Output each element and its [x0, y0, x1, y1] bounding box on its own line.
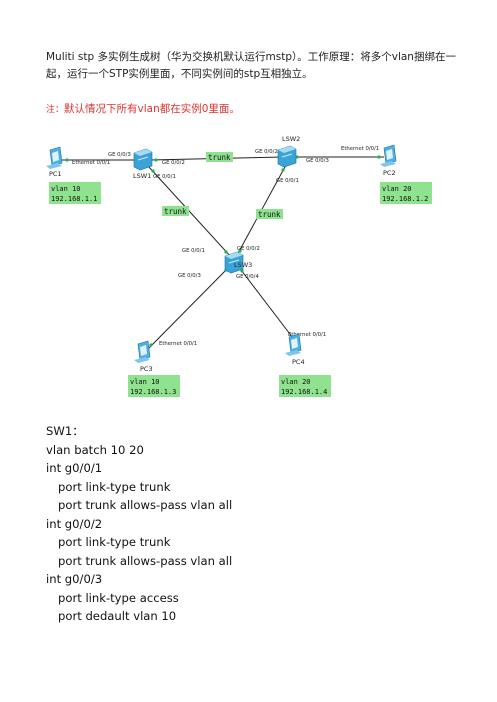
port-label-lsw1-ge1: GE 0/0/1 [153, 174, 176, 180]
config-line: SW1： [46, 424, 84, 438]
intro-paragraph: Muliti stp 多实例生成树（华为交换机默认运行mstp）。工作原理：将多… [46, 51, 456, 80]
pc1-computer-icon[interactable] [46, 146, 63, 169]
config-line: port link-type trunk [58, 535, 171, 549]
pc2-computer-icon[interactable] [380, 144, 397, 167]
pc2-label: PC2 [383, 169, 396, 177]
config-line: int g0/0/1 [46, 461, 103, 475]
note-line: 注：默认情况下所有vlan都在实例0里面。 [46, 101, 240, 116]
port-label-lsw3-ge1: GE 0/0/1 [182, 248, 205, 254]
pc4-computer-icon[interactable] [285, 333, 302, 356]
lsw2-switch-icon[interactable] [277, 145, 297, 168]
svg-text:vlan 10: vlan 10 [130, 378, 160, 386]
port-label-lsw3-ge2: GE 0/0/2 [237, 246, 260, 252]
port-label-lsw2-ge2: GE 0/0/2 [255, 149, 278, 155]
trunk-label-lsw1-lsw2: trunk [206, 152, 233, 162]
svg-text:192.168.1.1: 192.168.1.1 [51, 195, 97, 203]
port-label-pc4-eth: Ethernet 0/0/1 [288, 332, 326, 338]
port-label-lsw3-ge3: GE 0/0/3 [178, 273, 201, 279]
config-line: port link-type trunk [58, 479, 171, 494]
link-lsw1-lsw3 [147, 165, 233, 259]
lsw2-label: LSW2 [282, 135, 300, 143]
port-label-pc1-eth: Ethernet 0/0/1 [72, 160, 110, 166]
config-line: port trunk allows-pass vlan all [58, 498, 233, 512]
svg-text:vlan 20: vlan 20 [281, 378, 311, 386]
svg-text:trunk: trunk [258, 210, 281, 219]
pc3-info-box: vlan 10 192.168.1.3 [128, 375, 180, 397]
config-line: int g0/0/2 [46, 516, 103, 531]
lsw1-switch-icon[interactable] [133, 148, 153, 171]
lsw3-switch-icon[interactable] [224, 251, 244, 274]
port-label-pc3-eth: Ethernet 0/0/1 [159, 341, 197, 347]
note-text: 默认情况下所有vlan都在实例0里面。 [64, 103, 240, 115]
config-code-block: SW1： vlan batch 10 20 int g0/0/1 port link-… [46, 422, 232, 626]
port-label-lsw2-ge1: GE 0/0/1 [276, 178, 299, 184]
trunk-label-lsw2-lsw3: trunk [256, 209, 283, 219]
network-topology-diagram: trunk trunk trunk Ethernet 0/0/1 GE 0/0/… [46, 135, 432, 397]
trunk-label-lsw1-lsw3: trunk [162, 206, 189, 216]
port-label-pc2-eth: Ethernet 0/0/1 [341, 146, 379, 152]
svg-text:vlan 10: vlan 10 [51, 185, 81, 193]
pc4-label: PC4 [292, 358, 305, 366]
port-label-lsw1-ge2: GE 0/0/2 [162, 160, 185, 166]
pc1-label: PC1 [49, 170, 62, 178]
port-label-lsw3-ge4: GE 0/0/4 [236, 274, 259, 280]
pc3-label: PC3 [140, 365, 153, 373]
svg-text:192.168.1.4: 192.168.1.4 [281, 388, 327, 396]
port-status-dots [65, 155, 381, 347]
config-line: vlan batch 10 20 [46, 442, 144, 457]
pc2-info-box: vlan 20 192.168.1.2 [380, 182, 432, 204]
port-label-lsw1-ge3: GE 0/0/3 [108, 152, 131, 158]
config-line: port link-type access [58, 590, 179, 605]
svg-text:192.168.1.3: 192.168.1.3 [130, 388, 176, 396]
lsw1-label: LSW1 [133, 172, 151, 180]
lsw3-label: LSW3 [234, 261, 252, 269]
config-line: int g0/0/3 [46, 572, 103, 586]
link-lsw3-pc3 [146, 265, 231, 351]
link-lsw3-pc4 [237, 265, 297, 343]
pc1-info-box: vlan 10 192.168.1.1 [49, 182, 101, 204]
config-line: port trunk allows-pass vlan all [58, 553, 233, 568]
svg-text:192.168.1.2: 192.168.1.2 [382, 195, 428, 203]
svg-text:trunk: trunk [164, 207, 187, 216]
config-line: port dedault vlan 10 [58, 609, 177, 623]
svg-text:vlan 20: vlan 20 [382, 185, 412, 193]
note-label: 注： [46, 105, 65, 115]
pc4-info-box: vlan 20 192.168.1.4 [279, 375, 331, 397]
pc3-computer-icon[interactable] [134, 340, 151, 363]
svg-text:trunk: trunk [208, 153, 231, 162]
port-label-lsw2-ge3: GE 0/0/3 [306, 158, 329, 164]
